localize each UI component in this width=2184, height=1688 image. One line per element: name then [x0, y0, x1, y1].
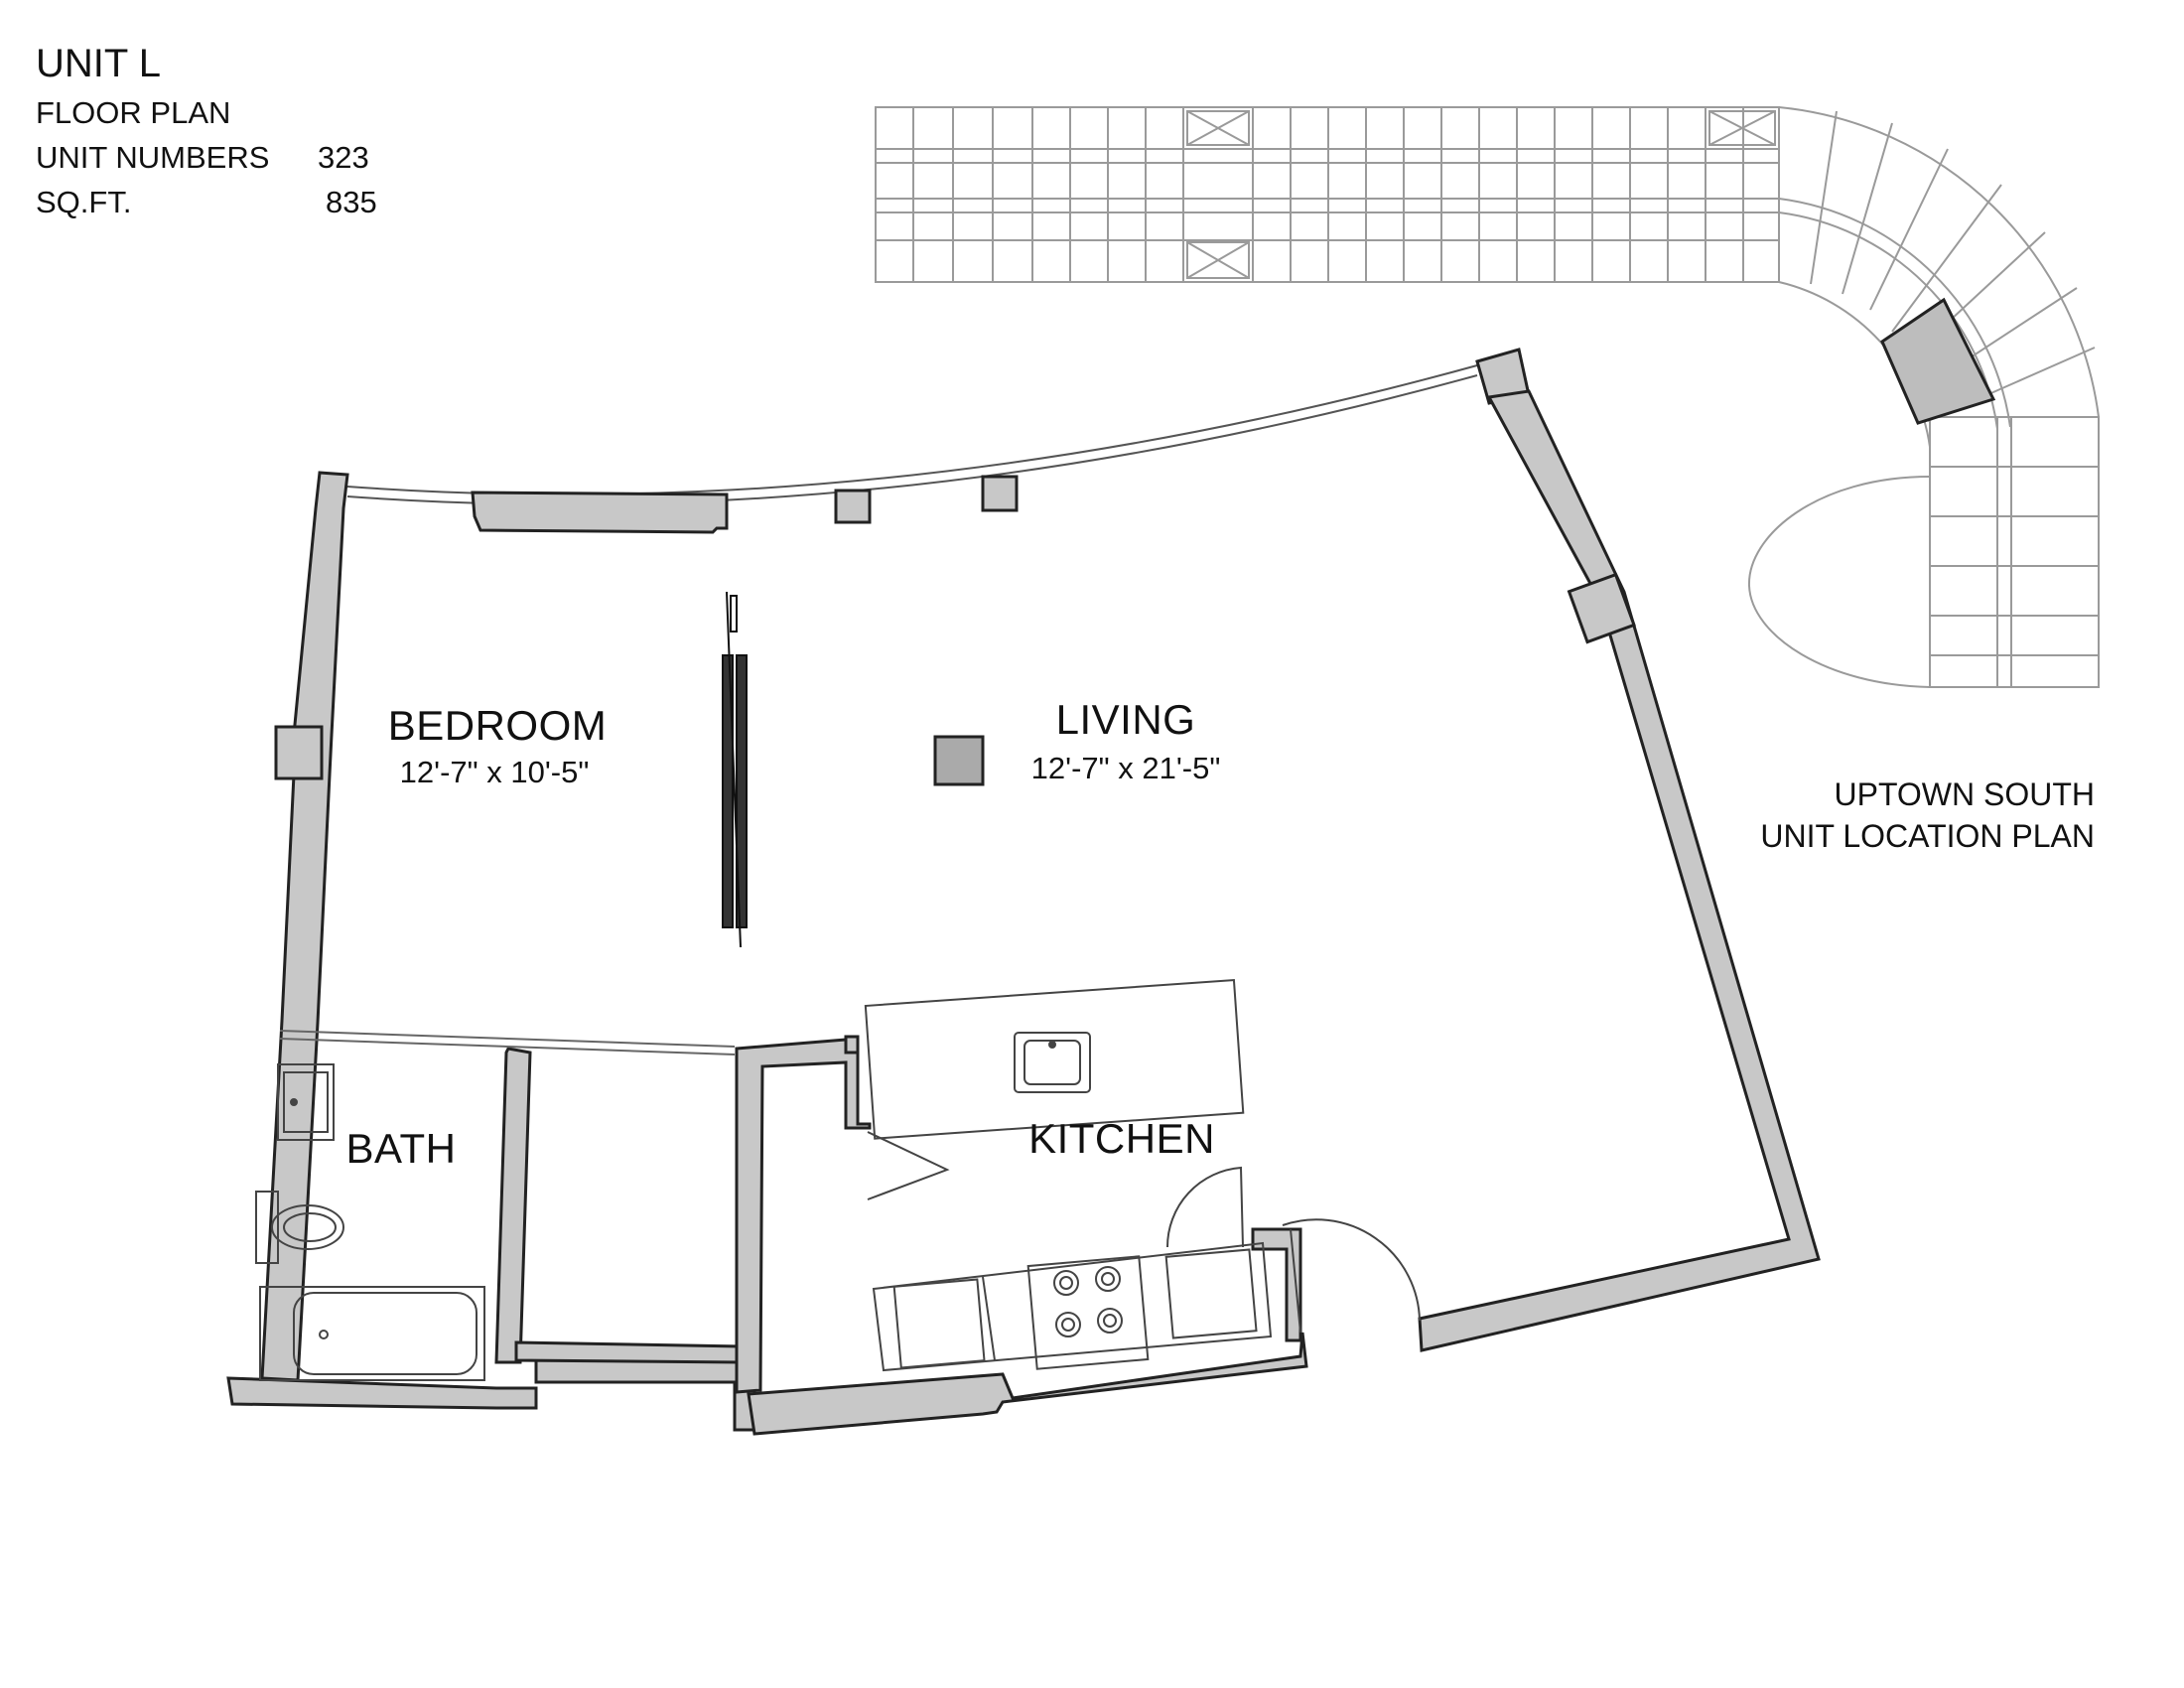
- window-band: [346, 364, 1478, 505]
- walls: [226, 348, 1821, 1436]
- partitions: [279, 1030, 736, 1055]
- room-dimensions-bedroom: 12'-7" x 10'-5": [399, 755, 590, 789]
- unit-title: UNIT L: [36, 42, 161, 85]
- bath-fixtures: [255, 1063, 485, 1381]
- kitchen-fixtures: [864, 978, 1421, 1372]
- closet-doors: [722, 591, 748, 948]
- room-dimensions-living: 12'-7" x 21'-5": [1030, 751, 1221, 785]
- room-label-bedroom: BEDROOM: [387, 702, 608, 749]
- location-plan-caption: UNIT LOCATION PLAN: [1760, 818, 2095, 854]
- key-plan-highlighted-unit: [1880, 297, 1996, 425]
- sqft-label: SQ.FT.: [36, 185, 132, 219]
- unit-numbers-value: 323: [318, 140, 369, 175]
- room-label-kitchen: KITCHEN: [1028, 1115, 1215, 1162]
- room-label-bath: BATH: [345, 1125, 457, 1172]
- key-plan-stairs: [1186, 110, 1776, 279]
- location-plan-building: UPTOWN SOUTH: [1834, 776, 2095, 812]
- plan-type-label: FLOOR PLAN: [36, 95, 231, 130]
- room-label-living: LIVING: [1055, 696, 1196, 743]
- unit-numbers-label: UNIT NUMBERS: [36, 140, 270, 175]
- sqft-value: 835: [326, 185, 377, 219]
- structural-column: [933, 735, 985, 786]
- key-plan-unit-grid: [912, 107, 1744, 282]
